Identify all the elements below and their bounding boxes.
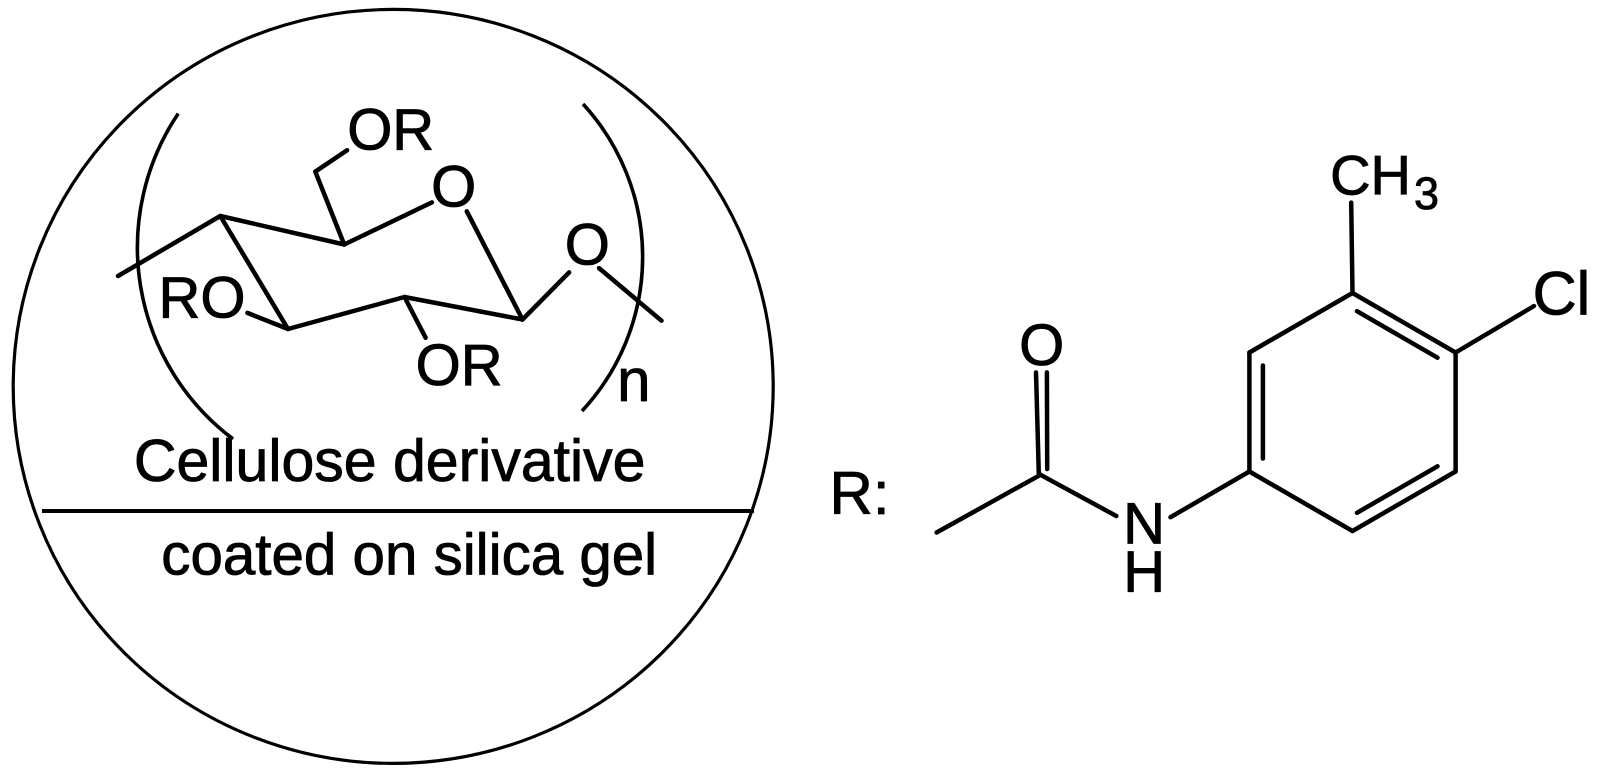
svg-text:O: O xyxy=(565,213,610,278)
svg-text:n: n xyxy=(617,347,650,414)
svg-text:OR: OR xyxy=(347,97,434,162)
svg-text:R:: R: xyxy=(830,460,890,527)
svg-text:RO: RO xyxy=(159,266,246,331)
svg-text:O: O xyxy=(1019,313,1064,378)
svg-text:3: 3 xyxy=(1414,168,1439,219)
svg-text:H: H xyxy=(1123,540,1165,605)
svg-text:CH: CH xyxy=(1330,144,1411,207)
svg-text:coated on silica gel: coated on silica gel xyxy=(161,523,657,588)
svg-text:N: N xyxy=(1123,492,1165,557)
svg-text:O: O xyxy=(431,154,476,219)
svg-text:Cellulose derivative: Cellulose derivative xyxy=(134,428,646,494)
svg-text:OR: OR xyxy=(416,333,503,398)
svg-text:Cl: Cl xyxy=(1533,260,1591,328)
